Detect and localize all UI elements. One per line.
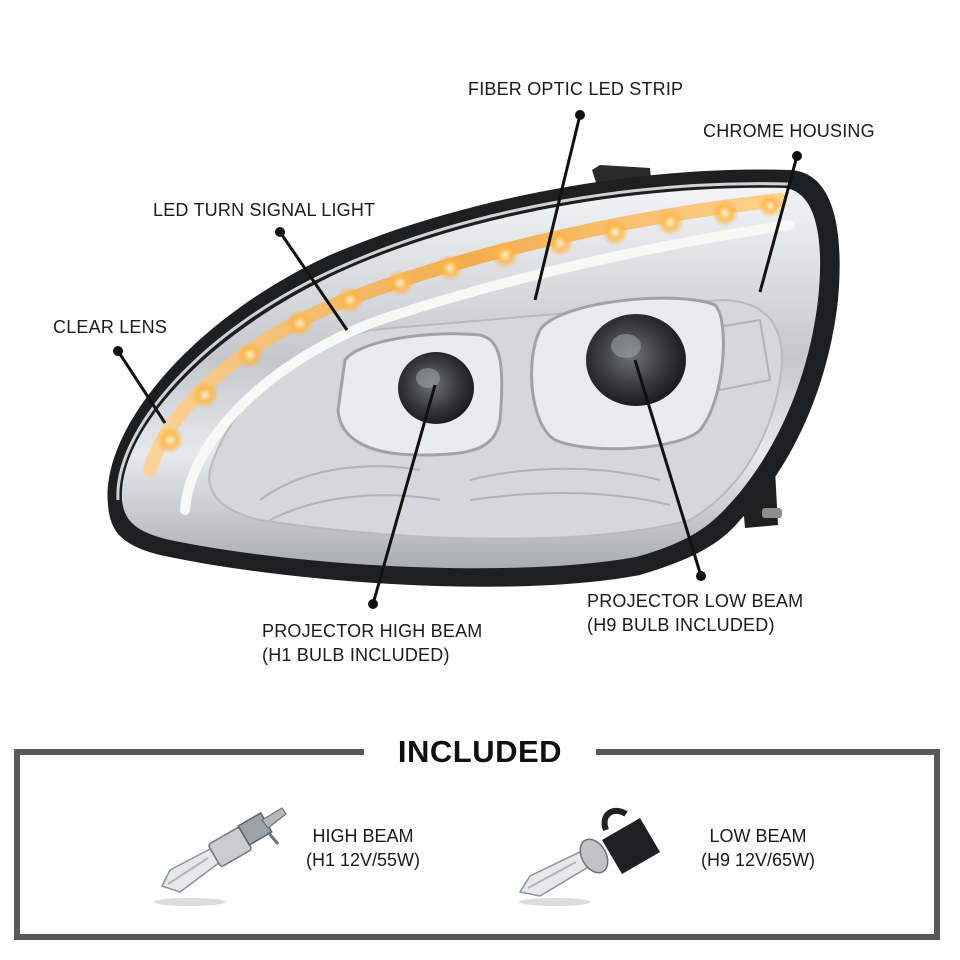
included-frame-top-left: [14, 749, 364, 755]
low-beam-label-line2: (H9 BULB INCLUDED): [587, 615, 775, 635]
h1-bulb-image: [154, 807, 287, 906]
clear-lens-label: CLEAR LENS: [53, 317, 168, 337]
headlight-image: [107, 110, 840, 609]
high-beam-label-line1: PROJECTOR HIGH BEAM: [262, 621, 483, 641]
fiber-optic-led-strip: [180, 220, 795, 515]
adjuster-screw: [762, 508, 782, 518]
included-title: INCLUDED: [397, 734, 563, 769]
led-glow-dots: [156, 194, 782, 454]
included-frame: [14, 749, 940, 940]
h9-bulb-image: [518, 807, 660, 906]
callout-lines: [113, 110, 802, 609]
included-frame-top-right: [596, 749, 940, 755]
high-beam-included-line2: (H1 12V/55W): [305, 850, 421, 870]
low-beam-included-line1: LOW BEAM: [709, 826, 807, 846]
high-beam-included-line1: HIGH BEAM: [312, 826, 414, 846]
high-beam-lens: [398, 352, 474, 424]
low-beam-included-line2: (H9 12V/65W): [700, 850, 816, 870]
high-beam-label-line2: (H1 BULB INCLUDED): [262, 645, 450, 665]
turn-signal-label: LED TURN SIGNAL LIGHT: [153, 200, 376, 220]
chrome-housing-label: CHROME HOUSING: [703, 121, 875, 141]
fiber-optic-label: FIBER OPTIC LED STRIP: [468, 79, 684, 99]
clear-lens: [116, 182, 789, 501]
low-beam-label-line1: PROJECTOR LOW BEAM: [587, 591, 804, 611]
